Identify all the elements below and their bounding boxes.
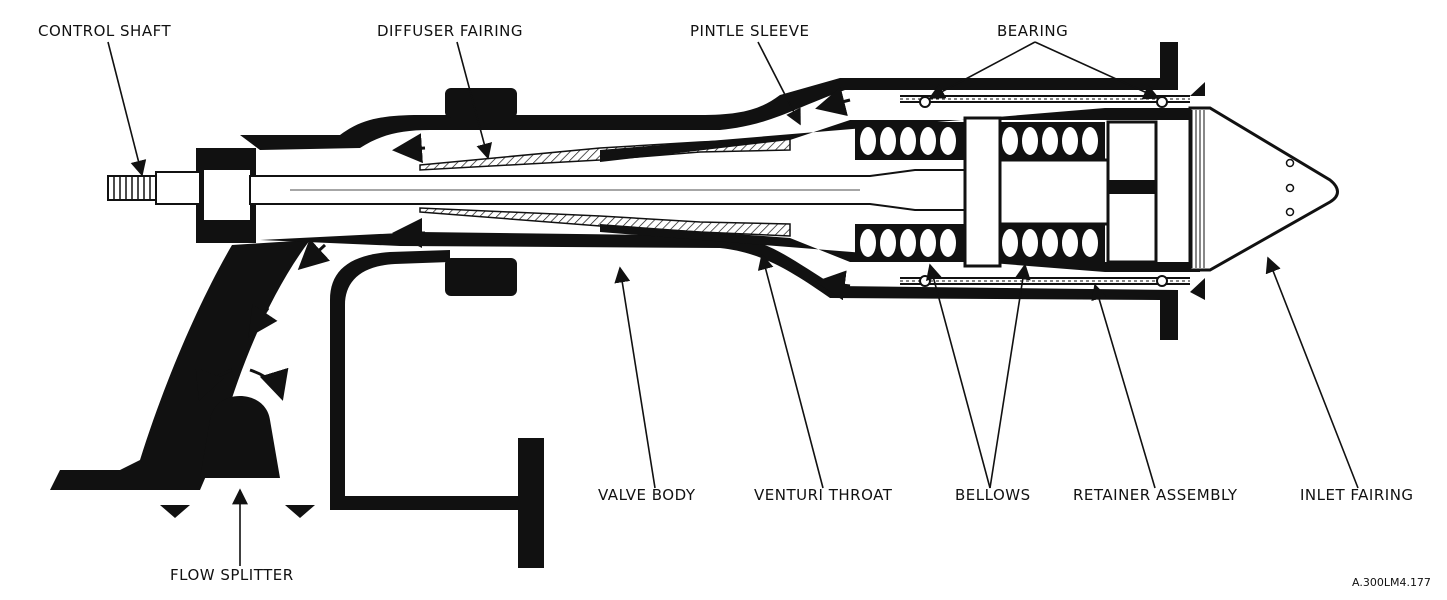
flow-arrow-split-right [249, 367, 289, 401]
flow-arrow-split-left [195, 367, 233, 401]
label-diffuser-fairing: DIFFUSER FAIRING [377, 22, 523, 40]
leader-venturi-throat [757, 253, 824, 489]
bottom-clamp [445, 258, 517, 296]
flow-arrows [195, 86, 851, 401]
flow-arrow-arm-upper [297, 238, 331, 271]
housing-right-arm [330, 250, 520, 510]
leader-bearing-left [928, 41, 1036, 99]
retainer-assembly [900, 95, 1190, 285]
leader-retainer-assembly [1091, 283, 1156, 489]
leader-pintle-sleeve [757, 41, 801, 126]
body-lower-wall [260, 232, 1178, 340]
valve-body-housing [50, 42, 1178, 568]
housing-left-arm [50, 240, 310, 490]
bearing-balls [919, 96, 1168, 287]
leader-control-shaft [107, 41, 147, 177]
flow-arrow-pintle-top [815, 86, 851, 117]
leader-inlet-fairing [1265, 256, 1359, 489]
top-clamp [445, 88, 517, 118]
body-upper-wall [240, 42, 1178, 150]
flow-arrow-pintle-bottom [815, 270, 851, 301]
label-retainer-assembly: RETAINER ASSEMBLY [1073, 486, 1238, 504]
leader-bellows-right [989, 263, 1031, 489]
label-control-shaft: CONTROL SHAFT [38, 22, 171, 40]
label-pintle-sleeve: PINTLE SLEEVE [690, 22, 810, 40]
label-venturi-throat: VENTURI THROAT [754, 486, 893, 504]
inlet-fairing [1188, 82, 1339, 300]
flow-splitter [160, 396, 315, 518]
pintle-sleeve [600, 108, 1200, 272]
leader-valve-body [614, 266, 656, 489]
leader-bellows-left [926, 263, 991, 489]
label-flow-splitter: FLOW SPLITTER [170, 566, 294, 584]
mounting-flange [518, 438, 544, 568]
leader-diffuser-fairing [456, 41, 493, 160]
labels: CONTROL SHAFT DIFFUSER FAIRING PINTLE SL… [38, 22, 1431, 589]
label-inlet-fairing: INLET FAIRING [1300, 486, 1414, 504]
leader-lines [107, 41, 1359, 566]
label-valve-body: VALVE BODY [598, 486, 696, 504]
figure-reference: A.300LM4.177 [1352, 576, 1431, 589]
flow-arrow-arm-lower [248, 304, 278, 338]
leader-bearing-right [1034, 41, 1160, 100]
label-bearing: BEARING [997, 22, 1068, 40]
control-shaft [107, 169, 976, 211]
label-bellows: BELLOWS [955, 486, 1031, 504]
flow-arrow-upper-channel [392, 133, 426, 164]
